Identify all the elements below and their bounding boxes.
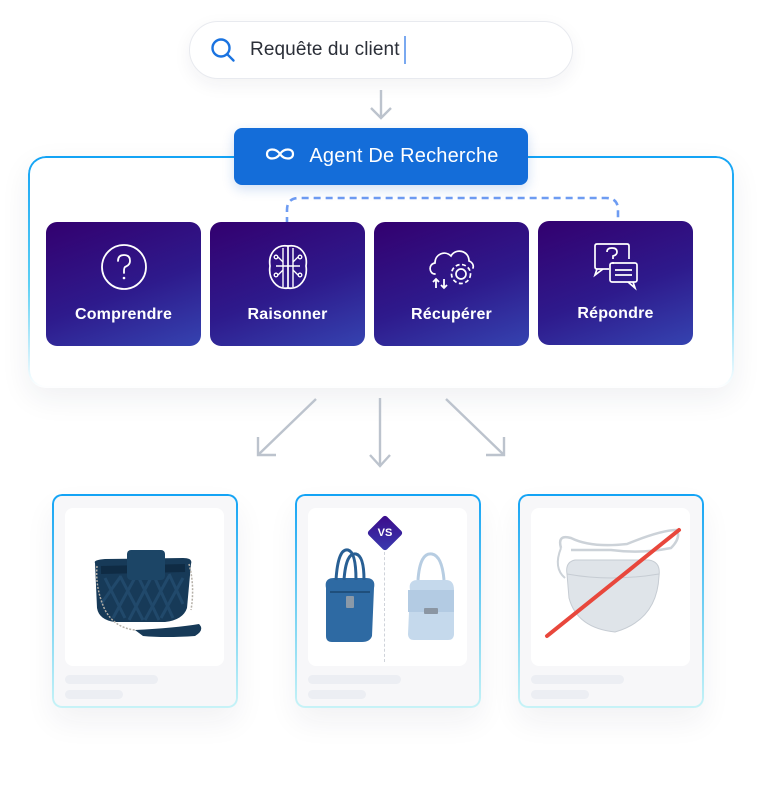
navy-crossbody-bag-image xyxy=(65,508,224,666)
brain-circuit-icon xyxy=(263,242,313,292)
customer-query-input[interactable]: Requête du client xyxy=(189,21,573,79)
question-circle-icon xyxy=(99,242,149,292)
infinity-icon xyxy=(263,145,297,168)
feedback-loop-connector xyxy=(285,196,620,224)
query-text: Requête du client xyxy=(250,39,400,60)
step-recuperer: Récupérer xyxy=(374,222,529,346)
step-label: Comprendre xyxy=(74,306,173,323)
arrow-down-icon xyxy=(370,90,392,120)
placeholder-line xyxy=(65,690,123,699)
step-comprendre: Comprendre xyxy=(46,222,201,346)
text-cursor xyxy=(403,36,406,64)
placeholder-line xyxy=(308,690,366,699)
bag-comparison-image: VS xyxy=(308,508,467,666)
cloud-sync-gear-icon xyxy=(427,242,477,292)
agent-title: Agent De Recherche xyxy=(309,145,499,167)
result-card-comparison[interactable]: VS xyxy=(295,494,481,708)
placeholder-line xyxy=(65,675,158,684)
placeholder-line xyxy=(531,690,589,699)
step-label: Récupérer xyxy=(411,306,492,323)
step-repondre: Répondre xyxy=(538,221,693,345)
strike-through-line xyxy=(545,528,681,638)
arrow-down-left-icon xyxy=(256,398,317,457)
result-card-excluded[interactable] xyxy=(518,494,704,708)
step-label: Raisonner xyxy=(247,306,328,323)
chat-question-answer-icon xyxy=(591,241,641,291)
result-card-single[interactable] xyxy=(52,494,238,708)
step-label: Répondre xyxy=(577,305,654,322)
placeholder-line xyxy=(308,675,401,684)
search-icon xyxy=(210,37,236,63)
excluded-saddle-bag-image xyxy=(531,508,690,666)
arrow-down-right-icon xyxy=(445,398,506,457)
comparison-divider xyxy=(384,552,385,662)
vs-badge: VS xyxy=(377,527,393,539)
research-agent-header: Agent De Recherche xyxy=(234,128,528,185)
placeholder-line xyxy=(531,675,624,684)
arrow-down-icon xyxy=(369,398,391,468)
step-raisonner: Raisonner xyxy=(210,222,365,346)
